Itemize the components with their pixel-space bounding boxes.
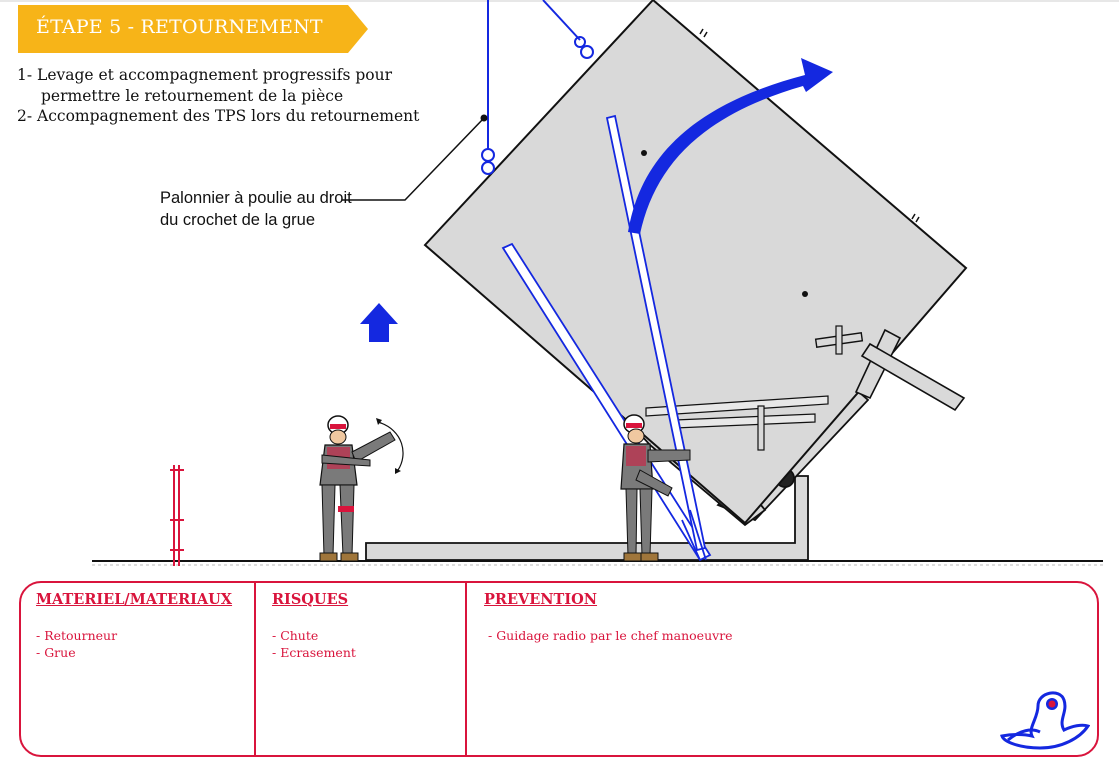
risque-item: - Ecrasement <box>272 644 356 661</box>
precast-panel <box>425 0 966 523</box>
panel-divider-2 <box>465 583 467 755</box>
materiel-item: - Retourneur <box>36 627 117 644</box>
step-1-continued: permettre le retournement de la pièce <box>17 86 419 107</box>
materiel-item: - Grue <box>36 644 117 661</box>
callout-leader <box>342 118 484 200</box>
prevention-title: PREVENTION <box>484 591 597 608</box>
lift-up-arrow <box>360 303 398 342</box>
risques-title: RISQUES <box>272 591 348 608</box>
spreader-callout: Palonnier à poulie au droit du crochet d… <box>160 187 360 231</box>
barrier-post <box>170 465 184 566</box>
prevention-list: - Guidage radio par le chef manoeuvre <box>488 627 733 644</box>
panel-divider-1 <box>254 583 256 755</box>
step-2: 2- Accompagnement des TPS lors du retour… <box>17 106 419 127</box>
instruction-steps: 1- Levage et accompagnement progressifs … <box>17 65 419 127</box>
bird-logo-icon <box>998 686 1090 752</box>
risque-item: - Chute <box>272 627 356 644</box>
risques-list: - Chute - Ecrasement <box>272 627 356 661</box>
step-1: 1- Levage et accompagnement progressifs … <box>17 65 419 86</box>
ground-line <box>92 561 1103 565</box>
materiel-list: - Retourneur - Grue <box>36 627 117 661</box>
prevention-item: - Guidage radio par le chef manoeuvre <box>488 627 733 644</box>
step-title: ÉTAPE 5 - RETOURNEMENT <box>36 16 323 38</box>
signaling-worker <box>320 416 403 561</box>
materiel-title: MATERIEL/MATERIAUX <box>36 591 232 608</box>
